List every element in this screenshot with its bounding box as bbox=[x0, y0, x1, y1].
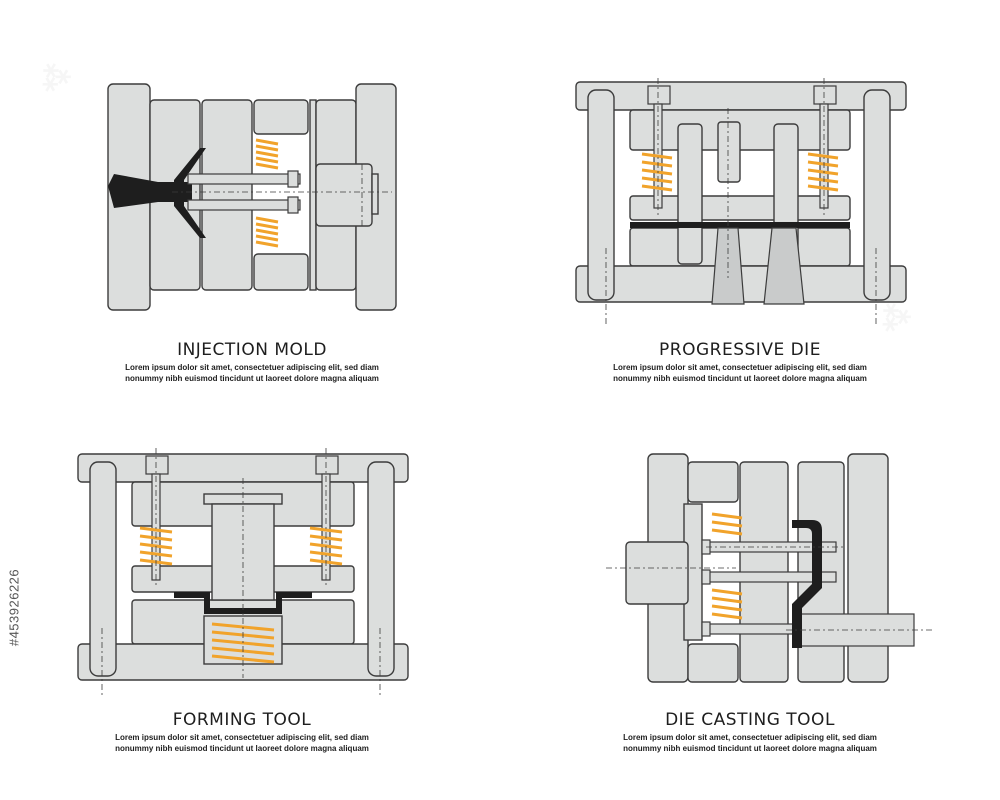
panel-description: Lorem ipsum dolor sit amet, consectetuer… bbox=[72, 362, 432, 384]
panel-title: INJECTION MOLD bbox=[177, 340, 327, 360]
stock-id: #453926226 bbox=[6, 568, 22, 647]
panel-forming-tool: FORMING TOOL Lorem ipsum dolor sit amet,… bbox=[62, 448, 422, 768]
progressive-die-diagram bbox=[575, 78, 907, 326]
desc-line-1: Lorem ipsum dolor sit amet, consectetuer… bbox=[613, 363, 867, 372]
desc-line-2: nonummy nibh euismod tincidunt ut laoree… bbox=[115, 744, 369, 753]
desc-line-1: Lorem ipsum dolor sit amet, consectetuer… bbox=[623, 733, 877, 742]
desc-line-1: Lorem ipsum dolor sit amet, consectetuer… bbox=[115, 733, 369, 742]
panel-description: Lorem ipsum dolor sit amet, consectetuer… bbox=[560, 362, 920, 384]
panel-die-casting-tool: DIE CASTING TOOL Lorem ipsum dolor sit a… bbox=[596, 448, 956, 768]
panel-description: Lorem ipsum dolor sit amet, consectetuer… bbox=[570, 732, 930, 754]
panel-progressive-die: PROGRESSIVE DIE Lorem ipsum dolor sit am… bbox=[558, 78, 918, 398]
desc-line-2: nonummy nibh euismod tincidunt ut laoree… bbox=[623, 744, 877, 753]
panel-title: DIE CASTING TOOL bbox=[665, 710, 835, 730]
forming-tool-diagram bbox=[77, 448, 409, 696]
panel-title: FORMING TOOL bbox=[172, 710, 312, 730]
panel-title: PROGRESSIVE DIE bbox=[659, 340, 821, 360]
desc-line-2: nonummy nibh euismod tincidunt ut laoree… bbox=[125, 374, 379, 383]
panel-description: Lorem ipsum dolor sit amet, consectetuer… bbox=[62, 732, 422, 754]
desc-line-2: nonummy nibh euismod tincidunt ut laoree… bbox=[613, 374, 867, 383]
die-casting-tool-diagram bbox=[606, 453, 934, 683]
panel-injection-mold: INJECTION MOLD Lorem ipsum dolor sit ame… bbox=[62, 78, 422, 398]
desc-line-1: Lorem ipsum dolor sit amet, consectetuer… bbox=[125, 363, 379, 372]
injection-mold-diagram bbox=[107, 83, 397, 311]
